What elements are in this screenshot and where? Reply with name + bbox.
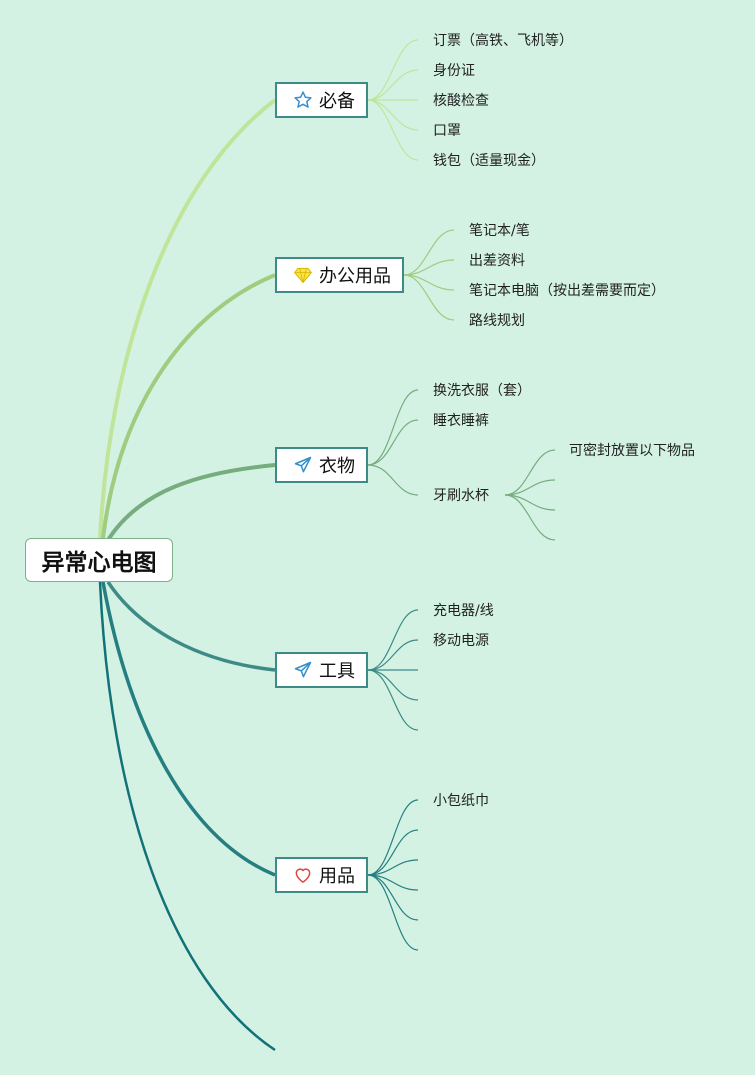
connector-root-bangong — [101, 273, 276, 539]
branch-label: 必备 — [319, 91, 355, 112]
leaf-item[interactable]: 换洗衣服（套） — [433, 383, 531, 399]
leaf-item[interactable]: 充电器/线 — [433, 603, 494, 619]
leaf-item[interactable]: 笔记本电脑（按出差需要而定） — [469, 283, 665, 299]
leaf-item[interactable]: 小包纸巾 — [433, 793, 489, 809]
heart-icon — [293, 865, 313, 885]
leaf-item[interactable]: 睡衣睡裤 — [433, 413, 489, 429]
connector-root-yiwu — [106, 463, 276, 542]
connector-root-yongpin — [101, 581, 276, 877]
subleaf-item[interactable]: 可密封放置以下物品 — [569, 443, 695, 459]
paper-plane-icon — [293, 455, 313, 475]
connector-root-gongju — [106, 581, 276, 672]
leaf-item[interactable]: 订票（高铁、飞机等） — [433, 33, 573, 49]
branch-label: 办公用品 — [319, 266, 391, 287]
diamond-icon — [293, 265, 313, 285]
leaf-item[interactable]: 出差资料 — [469, 253, 525, 269]
branch-label: 工具 — [319, 661, 355, 682]
root-node[interactable]: 异常心电图 — [25, 538, 173, 582]
star-icon — [293, 90, 313, 110]
branch-label: 衣物 — [319, 456, 355, 477]
leaf-item[interactable]: 身份证 — [433, 63, 475, 79]
branch-node-bangong[interactable]: 办公用品 — [275, 257, 404, 293]
branch-node-yiwu[interactable]: 衣物 — [275, 447, 368, 483]
connector-root-bichu — [98, 98, 277, 539]
root-label: 异常心电图 — [41, 550, 157, 576]
branch-node-gongju[interactable]: 工具 — [275, 652, 368, 688]
leaf-item[interactable]: 钱包（适量现金） — [433, 153, 545, 169]
paper-plane-icon — [293, 660, 313, 680]
branch-label: 用品 — [319, 866, 355, 887]
connector-root-extra — [98, 581, 276, 1052]
branch-node-bichu[interactable]: 必备 — [275, 82, 368, 118]
branch-node-yongpin[interactable]: 用品 — [275, 857, 368, 893]
leaf-item[interactable]: 牙刷水杯 — [433, 488, 489, 504]
leaf-item[interactable]: 移动电源 — [433, 633, 489, 649]
leaf-item[interactable]: 笔记本/笔 — [469, 223, 530, 239]
leaf-item[interactable]: 核酸检查 — [433, 93, 489, 109]
leaf-item[interactable]: 路线规划 — [469, 313, 525, 329]
leaf-item[interactable]: 口罩 — [433, 123, 461, 139]
